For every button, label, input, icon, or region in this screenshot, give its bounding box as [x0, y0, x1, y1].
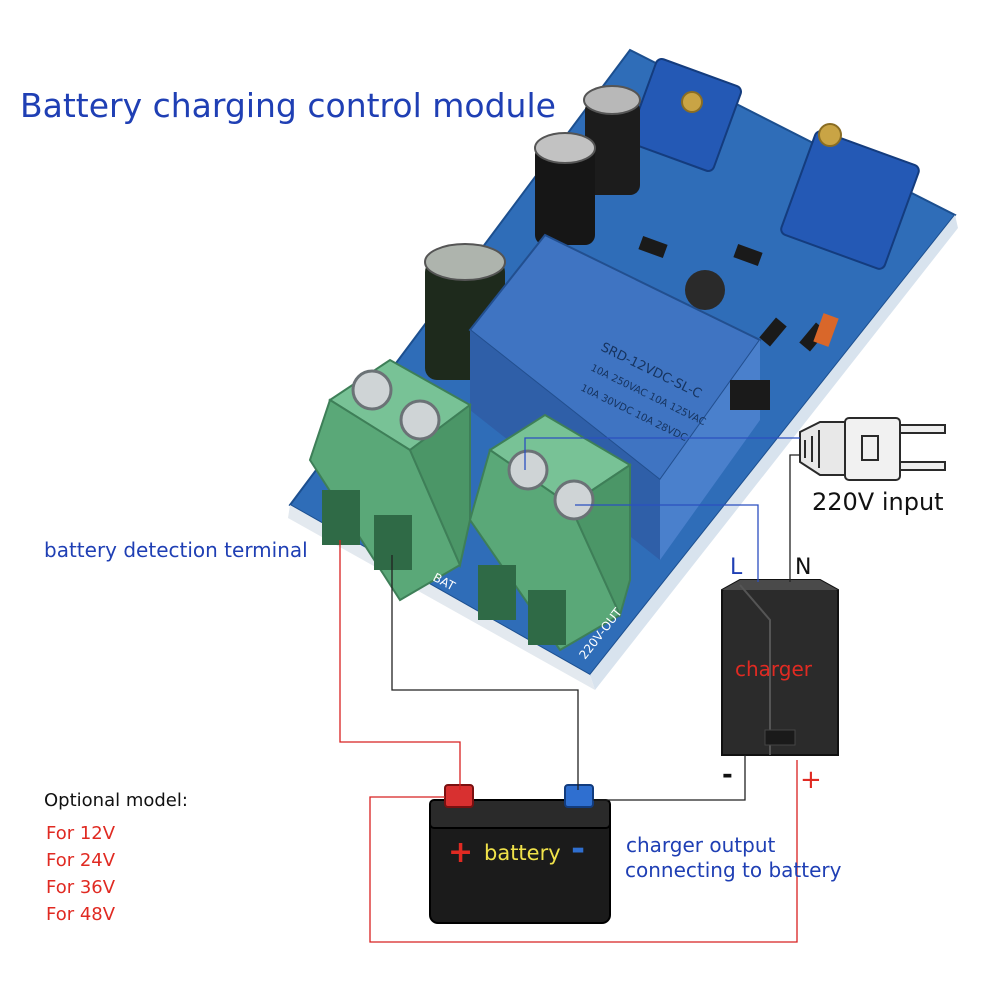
battery-label: battery — [484, 841, 561, 865]
battery-device: + battery - — [429, 784, 611, 924]
battery-positive-terminal — [444, 784, 474, 808]
pcb-edge-front — [288, 505, 595, 690]
wire-charger-positive — [369, 760, 798, 943]
optional-model-item: For 48V — [46, 904, 116, 925]
terminal-slot-2 — [374, 515, 412, 570]
optional-model-heading: Optional model: — [44, 790, 188, 811]
wire-charger-live — [575, 504, 759, 582]
charger-device — [721, 579, 839, 756]
diode — [813, 313, 839, 347]
charger-minus-label: - — [722, 760, 733, 790]
power-plug-icon — [799, 417, 946, 481]
ic-chip — [730, 380, 770, 410]
optional-model-list: For 12V For 24V For 36V For 48V — [46, 820, 115, 928]
capacitor-1 — [583, 85, 641, 195]
inductor — [685, 270, 725, 310]
live-label: L — [730, 555, 743, 580]
capacitor-2 — [534, 132, 596, 245]
charger-output-label-2: connecting to battery — [625, 858, 842, 882]
smd-part-2 — [733, 243, 763, 267]
charger-output-label-1: charger output — [626, 833, 776, 857]
detection-terminal-label: battery detection terminal — [44, 538, 308, 562]
wire-charger-neutral — [789, 454, 800, 582]
terminal-screw-3 — [507, 449, 549, 491]
wire-detection-negative — [391, 555, 579, 790]
terminal-screw-2 — [399, 399, 441, 441]
optional-model-item: For 24V — [46, 850, 116, 871]
control-module-board: SRD-12VDC-SL-C 10A 250VAC 10A 125VAC 10A… — [288, 48, 958, 690]
potentiometer-1 — [628, 58, 742, 172]
terminal-slot-4 — [528, 590, 566, 645]
smd-part-1 — [638, 235, 668, 259]
neutral-label: N — [795, 555, 812, 580]
battery-detection-terminal-block — [308, 358, 472, 602]
wires — [339, 437, 800, 943]
battery-plus-sign: + — [448, 835, 473, 870]
terminal-slot-1 — [322, 490, 360, 545]
optional-model-item: For 36V — [46, 877, 116, 898]
battery-negative-terminal — [564, 784, 594, 808]
battery-minus-sign: - — [571, 829, 585, 869]
pot-screw-1 — [681, 91, 703, 113]
pcb-edge — [590, 215, 958, 690]
charger-plus-label: + — [800, 765, 822, 795]
wire-charger-negative — [593, 755, 746, 801]
terminal-slot-3 — [478, 565, 516, 620]
terminal-screw-1 — [351, 369, 393, 411]
page-title: Battery charging control module — [20, 86, 556, 125]
potentiometer-2 — [780, 130, 920, 270]
wire-input-live — [524, 437, 800, 470]
wire-detection-positive — [339, 540, 461, 790]
smd-part-4 — [759, 317, 787, 347]
terminal-screw-4 — [553, 479, 595, 521]
input-label: 220V input — [812, 488, 944, 516]
optional-model-item: For 12V — [46, 823, 116, 844]
pot-screw-2 — [818, 123, 842, 147]
charger-label: charger — [735, 657, 813, 681]
